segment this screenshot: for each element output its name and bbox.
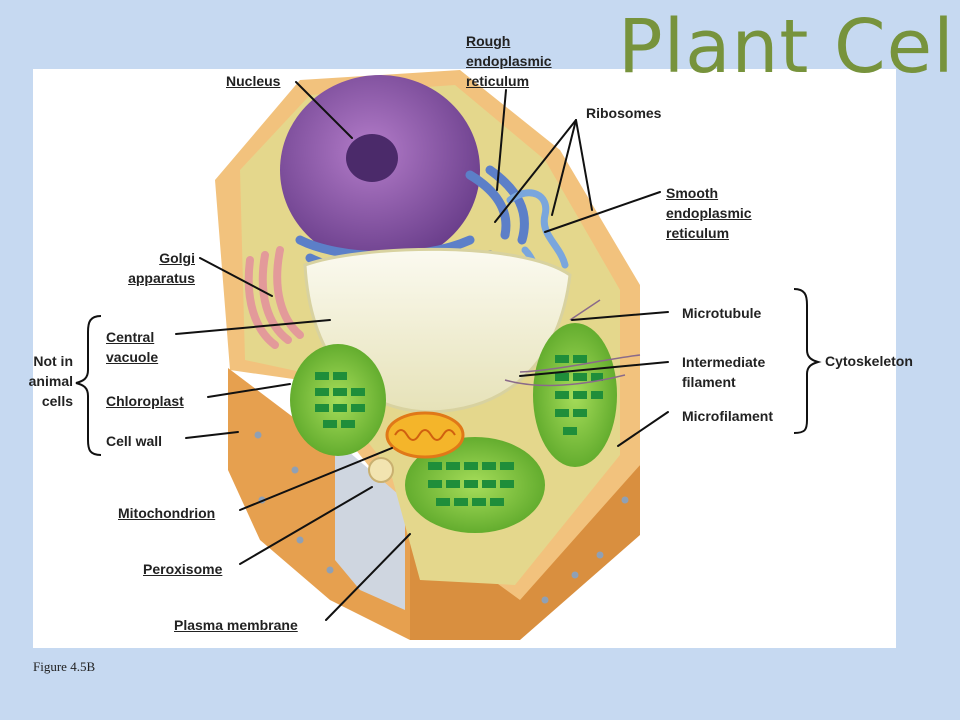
label-central-vacuole-line2: vacuole bbox=[106, 349, 159, 365]
leader-ribosomes-c bbox=[575, 119, 593, 211]
leader-microfilament bbox=[617, 411, 669, 447]
leader-central-vacuole bbox=[175, 319, 331, 335]
leader-cell-wall bbox=[185, 431, 239, 439]
label-central-vacuole-line1: Central bbox=[106, 329, 155, 345]
leader-mitochondrion bbox=[239, 447, 393, 511]
cell-wall-cutaway bbox=[335, 440, 405, 610]
label-mitochondrion: Mitochondrion bbox=[118, 505, 216, 521]
label-microtubule: Microtubule bbox=[682, 305, 762, 321]
label-intermediate-filament: Intermediate filament bbox=[682, 352, 765, 392]
left-brace bbox=[75, 315, 102, 456]
leader-ribosomes-a bbox=[494, 119, 577, 223]
label-ribosomes: Ribosomes bbox=[586, 105, 662, 121]
leader-ribosomes-b bbox=[551, 119, 577, 216]
chloroplast-right bbox=[533, 323, 617, 467]
label-not-in-animal-cells-line2: animal bbox=[28, 373, 73, 389]
label-golgi-line2: apparatus bbox=[128, 270, 195, 286]
label-smooth-er-line3: reticulum bbox=[666, 225, 730, 241]
leader-golgi bbox=[199, 257, 273, 297]
label-not-in-animal-cells-line1: Not in bbox=[33, 353, 73, 369]
cell-wall-side-face bbox=[410, 465, 640, 640]
label-smooth-er-line2: endoplasmic bbox=[666, 205, 752, 221]
label-central-vacuole: Central vacuole bbox=[106, 327, 158, 367]
label-nucleus: Nucleus bbox=[226, 73, 281, 89]
leader-lines bbox=[175, 81, 669, 621]
label-intermediate-filament-line1: Intermediate bbox=[682, 354, 766, 370]
chloroplast-bottom bbox=[405, 437, 545, 533]
label-microfilament: Microfilament bbox=[682, 408, 774, 424]
leader-plasma-membrane bbox=[325, 533, 411, 621]
right-brace bbox=[793, 288, 822, 434]
label-intermediate-filament-line2: filament bbox=[682, 374, 736, 390]
label-cytoskeleton: Cytoskeleton bbox=[825, 353, 913, 369]
leader-peroxisome bbox=[239, 486, 373, 565]
leader-microtubule bbox=[571, 311, 669, 321]
label-cell-wall: Cell wall bbox=[106, 433, 163, 449]
mitochondrion-shape bbox=[385, 411, 465, 459]
leader-intermediate-filament bbox=[519, 361, 669, 377]
cell-wall-pores bbox=[254, 431, 629, 604]
leader-smooth-er bbox=[544, 191, 661, 233]
label-plasma-membrane: Plasma membrane bbox=[174, 617, 298, 633]
chloroplast-left bbox=[290, 344, 386, 456]
golgi-shape bbox=[244, 246, 304, 349]
leader-chloroplast bbox=[207, 383, 291, 398]
label-rough-er-line2: endoplasmic bbox=[466, 53, 552, 69]
label-rough-er: Rough endoplasmic reticulum bbox=[466, 31, 552, 91]
nucleolus bbox=[346, 134, 398, 182]
label-rough-er-line3: reticulum bbox=[466, 73, 530, 89]
figure-caption: Figure 4.5B bbox=[33, 659, 96, 674]
peroxisome-shape bbox=[368, 457, 394, 483]
label-smooth-er-line1: Smooth bbox=[666, 185, 719, 201]
label-golgi-line1: Golgi bbox=[159, 250, 195, 266]
leader-rough-er bbox=[496, 89, 507, 191]
label-chloroplast: Chloroplast bbox=[106, 393, 184, 409]
label-golgi: Golgi apparatus bbox=[110, 248, 195, 288]
label-not-in-animal-cells: Not in animal cells bbox=[14, 351, 73, 411]
nucleus-shape bbox=[280, 75, 480, 265]
cytoskeleton-filaments bbox=[504, 299, 641, 387]
leader-nucleus bbox=[295, 81, 353, 139]
label-smooth-er: Smooth endoplasmic reticulum bbox=[666, 183, 752, 243]
page-title: Plant Cell bbox=[618, 4, 960, 90]
label-rough-er-line1: Rough bbox=[466, 33, 511, 49]
label-peroxisome: Peroxisome bbox=[143, 561, 223, 577]
label-not-in-animal-cells-line3: cells bbox=[41, 393, 73, 409]
